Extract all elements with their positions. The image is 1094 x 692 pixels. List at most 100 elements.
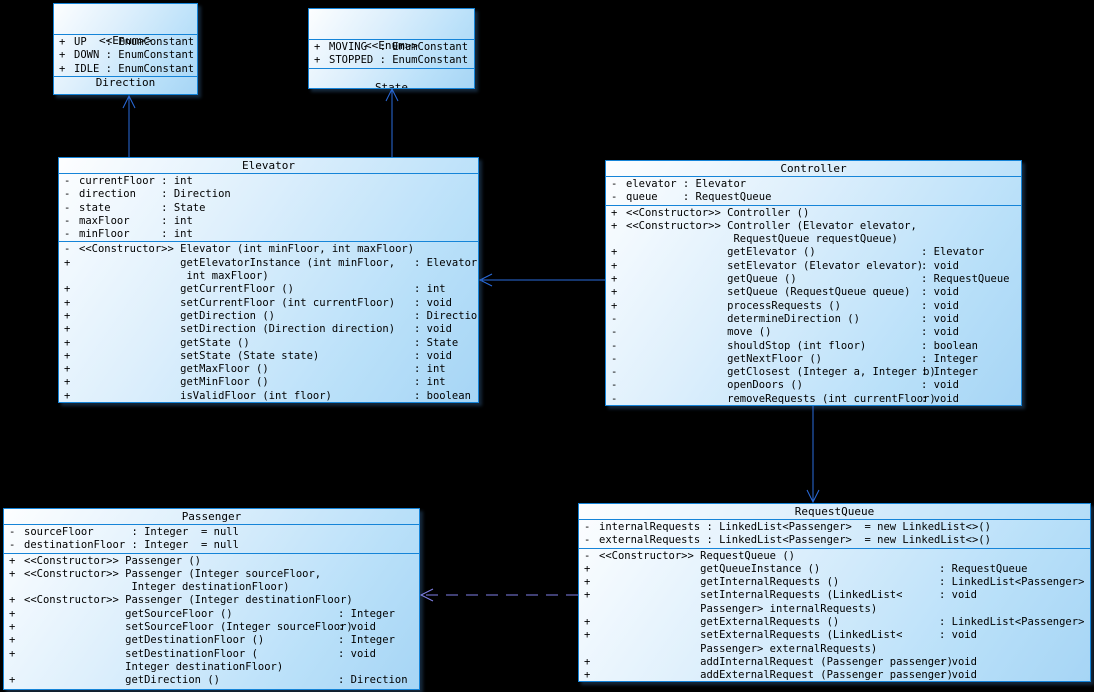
method-row: +<<Constructor>> Passenger (Integer sour… [9,568,419,581]
return-type: : LinkedList<Passenger> [939,616,1085,629]
member-signature: getClosest (Integer a, Integer b) [626,366,936,379]
member-signature: <<Constructor>> Controller (Elevator ele… [626,219,917,232]
member-signature: state : State [79,201,206,214]
method-row: + getElevatorInstance (int minFloor,: El… [64,257,478,270]
association-elevator-state[interactable] [385,87,399,157]
member-signature: setExternalRequests (LinkedList< [599,629,903,642]
attribute-row: -internalRequests : LinkedList<Passenger… [584,521,1090,534]
visibility-marker: - [584,534,591,547]
method-row: +<<Constructor>> Passenger () [9,555,419,568]
visibility-marker: - [64,243,71,256]
return-type [338,555,419,568]
attributes-section: -elevator : Elevator-queue : RequestQueu… [606,176,1021,205]
class-box-controller[interactable]: Controller -elevator : Elevator-queue : … [605,160,1022,406]
dependency-requestqueue-passenger[interactable] [419,588,578,602]
member-signature: setInternalRequests (LinkedList< [599,589,903,602]
visibility-marker: + [64,349,71,362]
return-type: : void [939,589,977,602]
visibility-marker: - [9,539,16,552]
visibility-marker [9,661,24,674]
member-signature: minFloor : int [79,228,193,241]
return-type: : State [414,336,459,349]
member-signature: removeRequests (int currentFloor) [626,392,936,405]
return-type [921,233,1021,246]
visibility-marker: + [64,296,71,309]
return-type [338,568,419,581]
visibility-marker: - [64,175,71,187]
visibility-marker: + [9,647,16,660]
class-box-direction[interactable]: <<Enum>> Direction +UP : EnumConstant+DO… [53,3,198,95]
method-row: - determineDirection (): void [611,313,1021,326]
visibility-marker: - [64,214,71,227]
method-row: - removeRequests (int currentFloor): voi… [611,392,1021,405]
method-row: +<<Constructor>> Passenger (Integer dest… [9,594,419,607]
visibility-marker: + [584,629,591,642]
method-row: - openDoors (): void [611,379,1021,392]
methods-section: +<<Constructor>> Passenger ()+<<Construc… [4,552,419,689]
member-signature: processRequests () [626,299,841,312]
member-signature: getDirection () [24,674,220,687]
attribute-row: -externalRequests : LinkedList<Passenger… [584,534,1090,547]
member-signature: <<Constructor>> Controller () [626,206,810,219]
member-signature: setSourceFloor (Integer sourceFloor) [24,621,353,634]
attribute-row: +IDLE : EnumConstant [59,63,197,76]
member-signature: isValidFloor (int floor) [79,389,332,402]
return-type: : void [921,312,959,325]
method-row: + setQueue (RequestQueue queue): void [611,286,1021,299]
class-box-requestqueue[interactable]: RequestQueue -internalRequests : LinkedL… [578,503,1091,682]
member-signature: MOVING : EnumConstant [329,41,469,53]
return-type: : int [414,283,446,296]
member-signature: STOPPED : EnumConstant [329,54,469,67]
member-signature: DOWN : EnumConstant [74,49,195,62]
method-row: + getDirection (): Direction [9,674,419,687]
visibility-marker: - [611,326,618,339]
member-signature: UP : EnumConstant [74,36,195,48]
visibility-marker: + [9,554,16,567]
member-signature: maxFloor : int [79,214,193,227]
class-box-elevator[interactable]: Elevator -currentFloor : int-direction :… [58,157,479,403]
method-row: + getMaxFloor (): int [64,363,478,376]
attributes-section: -internalRequests : LinkedList<Passenger… [579,519,1090,548]
class-name: Controller [780,162,847,175]
member-signature: Integer destinationFloor) [24,660,284,673]
member-signature: getExternalRequests () [599,616,840,629]
association-elevator-direction[interactable] [122,94,136,157]
class-box-passenger[interactable]: Passenger -sourceFloor : Integer = null-… [3,508,420,690]
visibility-marker: + [9,674,16,687]
association-controller-requestqueue[interactable] [806,406,820,504]
return-type [921,220,1021,233]
class-name: Direction [95,76,156,89]
visibility-marker: + [584,589,591,602]
attribute-row: -destinationFloor : Integer = null [9,539,419,552]
visibility-marker [611,233,626,246]
member-signature: sourceFloor : Integer = null [24,526,239,538]
arrowhead-left-icon [419,588,434,602]
method-row: + getExternalRequests (): LinkedList<Pas… [584,616,1090,629]
member-signature: int maxFloor) [79,270,269,283]
class-box-state[interactable]: <<Enum>> State +MOVING : EnumConstant+ST… [308,8,475,89]
method-row: + getElevator (): Elevator [611,246,1021,259]
member-signature: setElevator (Elevator elevator) [626,259,924,272]
member-signature: getMinFloor () [79,376,269,389]
association-controller-elevator[interactable] [478,273,605,287]
visibility-marker: - [584,549,591,562]
attribute-row: -sourceFloor : Integer = null [9,526,419,539]
member-signature: Passenger> internalRequests) [599,602,878,615]
return-type: : Integer [338,607,395,620]
method-row: + isValidFloor (int floor): boolean [64,389,478,402]
member-signature: currentFloor : int [79,175,193,187]
method-row: - getNextFloor (): Integer [611,353,1021,366]
visibility-marker: - [64,201,71,214]
visibility-marker: + [64,323,71,336]
return-type: : boolean [921,339,978,352]
attribute-row: -minFloor : int [64,228,478,241]
attributes-section: +UP : EnumConstant+DOWN : EnumConstant+I… [54,34,197,76]
member-signature: queue : RequestQueue [626,191,772,204]
visibility-marker [64,270,79,283]
method-row: + setState (State state): void [64,350,478,363]
visibility-marker: + [59,62,66,75]
return-type [921,207,1021,220]
return-type: : void [939,629,977,642]
attribute-row: -state : State [64,202,478,215]
member-signature: getDirection () [79,309,275,322]
